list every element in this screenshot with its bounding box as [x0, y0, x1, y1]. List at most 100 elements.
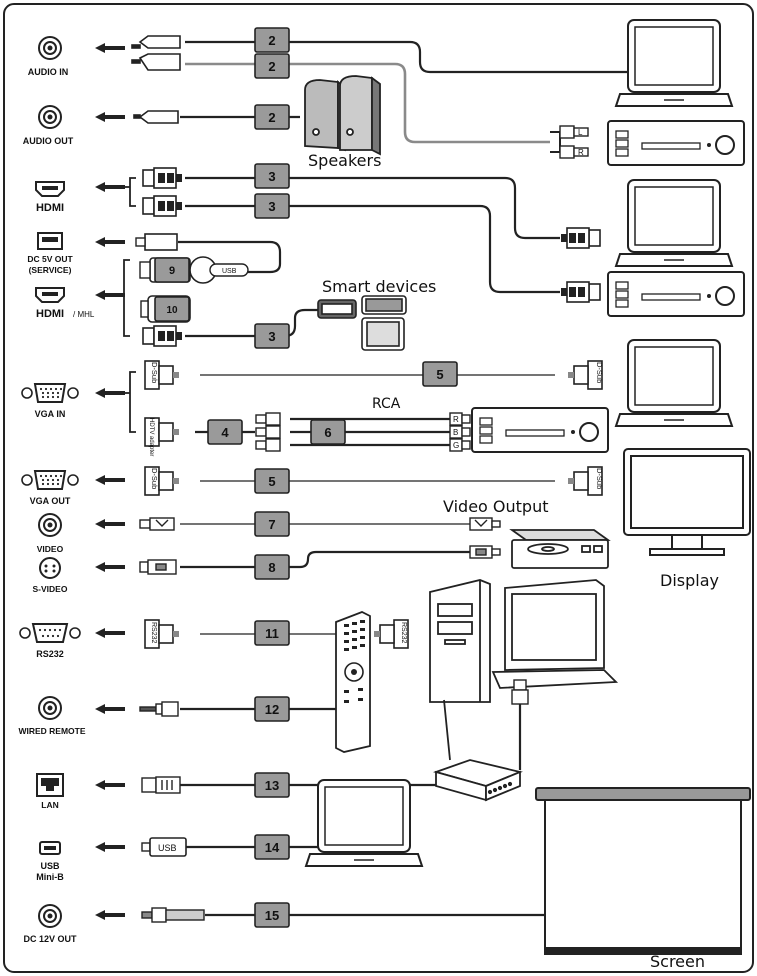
cable-2c-label: 2 [268, 110, 275, 125]
video-output-label: Video Output [443, 497, 549, 516]
dvd-player-disc-icon [509, 529, 611, 569]
laptop-audio-icon [615, 19, 733, 107]
cable-7-label: 7 [268, 517, 275, 532]
dsub-text-3: D-Sub [595, 362, 604, 383]
audio-cable-gray [185, 62, 550, 144]
speakers-label: Speakers [308, 151, 381, 170]
dsub-plug-right-2: D-Sub [567, 466, 604, 496]
cable-3a-label: 3 [268, 169, 275, 184]
usb-mini-port-icon [39, 841, 61, 855]
dc12v-label: DC 12V OUT [23, 934, 77, 944]
router-icon [433, 699, 523, 802]
usb-plug-text: USB [158, 843, 177, 853]
dsub-text-2: D-Sub [150, 468, 159, 489]
dongle-10: 10 [140, 295, 191, 323]
laptop-vga-icon [615, 339, 733, 427]
vga-in-label: VGA IN [35, 409, 66, 419]
hdtv-adapter-plug: HDTV adapter [144, 417, 180, 456]
usb-label-line2: Mini-B [36, 872, 64, 882]
rca-bracket [550, 131, 561, 153]
laptop-usb-icon [305, 779, 423, 867]
video-label: VIDEO [37, 544, 64, 554]
lan-plug-icon [141, 776, 181, 794]
laptop-rs232-icon [491, 579, 619, 689]
rca-b-text: B [453, 428, 458, 437]
cable-4-label: 4 [221, 425, 229, 440]
diagram-frame [3, 3, 754, 973]
cable-5b-label: 5 [268, 474, 275, 489]
rs232-port-icon [19, 623, 81, 643]
audio-l-text: L [578, 128, 583, 137]
rs232-plug-left: RS232 [144, 619, 180, 649]
remote-control-icon [335, 611, 371, 753]
usb-a-port-icon [37, 232, 63, 250]
laptop-hdmi-icon [615, 179, 733, 267]
cable-5a-label: 5 [436, 367, 443, 382]
speakers-icon [304, 75, 381, 156]
hdmi-port-icon [35, 181, 65, 197]
rca-plugs-cable4 [255, 412, 281, 452]
lan-plug-laptop [511, 679, 529, 705]
dc5v-label-line2: (SERVICE) [29, 265, 72, 275]
cable-11-label: 11 [265, 626, 279, 641]
cable-2b-label: 2 [268, 59, 275, 74]
hdmi-logo-label: HDMI [36, 202, 64, 214]
svideo-port-icon [39, 557, 61, 579]
lan-port-icon [36, 773, 64, 797]
adapter-usb-text: USB [222, 268, 237, 275]
hdmi-mhl-port-icon [35, 287, 65, 303]
wired-remote-plug-icon [139, 701, 179, 717]
hdmi-mhl-suffix: / MHL [73, 310, 95, 319]
usb-label-line1: USB [40, 861, 60, 871]
cable-12-label: 12 [265, 702, 279, 717]
display-monitor-icon [623, 448, 751, 556]
audio-out-port-icon [38, 105, 62, 129]
cable-3c-label: 3 [268, 329, 275, 344]
cable-3b-label: 3 [268, 199, 275, 214]
dsub-plug-right-1: D-Sub [567, 360, 604, 390]
dvd-audio-icon [607, 120, 745, 166]
wired-remote-port-icon [38, 696, 62, 720]
cable-10-label: 10 [166, 305, 178, 316]
usb-mini-plug-icon: USB [141, 837, 187, 857]
audio-plug-icons [131, 35, 181, 124]
audio-rca-lr: L R [559, 125, 589, 159]
video-plug-icon [139, 517, 175, 531]
rs232-plug-right: RS232 [373, 619, 409, 649]
usb-a-plug-icon [135, 233, 178, 251]
smart-devices-label: Smart devices [322, 277, 436, 296]
video-svideo-right-plugs [469, 517, 501, 559]
audio-in-port-icon [38, 36, 62, 60]
cable-15-label: 15 [265, 908, 279, 923]
mhl-adapter-9: USB 9 [139, 256, 249, 284]
svideo-label: S-VIDEO [33, 584, 68, 594]
plug-brackets [119, 177, 136, 433]
audio-out-label: AUDIO OUT [23, 136, 74, 146]
smart-devices-icon [317, 295, 407, 351]
dsub-plug-left-1: D-Sub [144, 360, 180, 390]
rs232-plug-text-2: RS232 [400, 622, 407, 644]
rca-label: RCA [372, 396, 401, 412]
vga-out-label: VGA OUT [30, 496, 71, 506]
pc-tower-icon [429, 579, 491, 703]
rs232-plug-text-1: RS232 [150, 622, 157, 644]
cable-6-label: 6 [324, 425, 331, 440]
hdtv-adapter-text: HDTV adapter [148, 418, 154, 456]
screen-label: Screen [650, 952, 705, 971]
audio-r-text: R [578, 148, 584, 157]
dc5v-label-line1: DC 5V OUT [27, 254, 73, 264]
lan-label: LAN [41, 800, 58, 810]
dsub-text-1: D-Sub [150, 362, 159, 383]
cable-9-label: 9 [169, 265, 175, 277]
projection-screen-icon [535, 787, 751, 955]
display-label: Display [660, 571, 719, 590]
cable-2a-label: 2 [268, 33, 275, 48]
wired-remote-label: WIRED REMOTE [18, 726, 85, 736]
cable-badge-labels: 2 2 2 3 3 3 4 5 6 5 7 8 11 12 13 14 15 [221, 33, 443, 923]
rs232-label: RS232 [36, 649, 64, 659]
dvd-hdmi-icon [607, 271, 745, 317]
rca-r-text: R [453, 415, 459, 424]
cable-13-label: 13 [265, 778, 279, 793]
cable-8-label: 8 [268, 560, 275, 575]
